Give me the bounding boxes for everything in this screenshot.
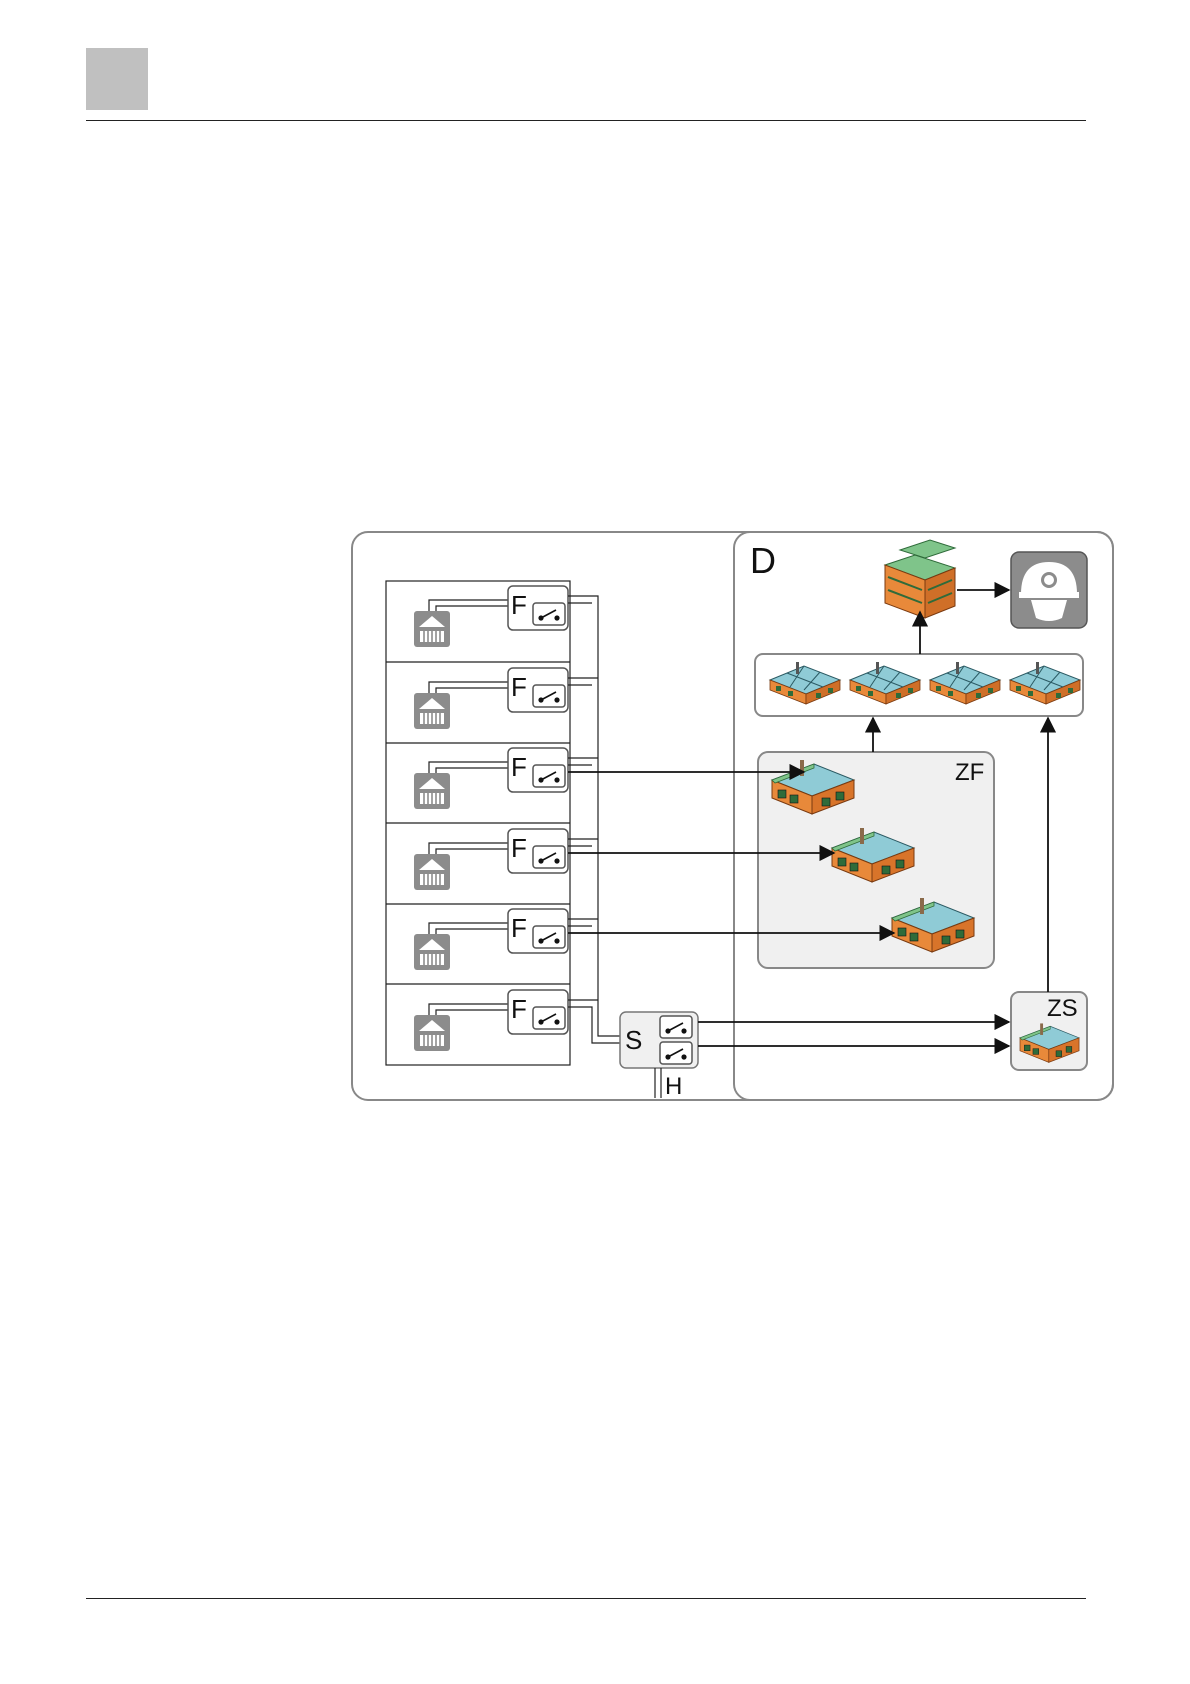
floor-controller-label: F bbox=[511, 590, 527, 620]
detector-icon bbox=[414, 611, 450, 647]
firefighter-helmet-icon bbox=[1011, 552, 1087, 628]
floor-controller-label: F bbox=[511, 833, 527, 863]
detector-icon bbox=[414, 693, 450, 729]
switch-contact-icon bbox=[533, 846, 565, 868]
switch-contact-icon bbox=[533, 926, 565, 948]
floor-controller-label: F bbox=[511, 994, 527, 1024]
detector-icon bbox=[414, 934, 450, 970]
controller-bus-wiring bbox=[568, 596, 620, 1043]
detector-icon bbox=[414, 773, 450, 809]
detector-icon bbox=[414, 854, 450, 890]
fire-zone: ZF bbox=[758, 752, 994, 968]
whole-building-icon bbox=[885, 540, 955, 618]
switch-contact-icon bbox=[660, 1042, 692, 1064]
detector-icon bbox=[414, 1015, 450, 1051]
switch-contact-icon bbox=[533, 1007, 565, 1029]
line-label: H bbox=[665, 1073, 682, 1100]
switch-contact-icon bbox=[533, 685, 565, 707]
sprinkler-zone: ZS bbox=[1011, 992, 1087, 1070]
floor-controller-label: F bbox=[511, 752, 527, 782]
floor-controller-label: F bbox=[511, 913, 527, 943]
floor-controller-label: F bbox=[511, 672, 527, 702]
switch-contact-icon bbox=[533, 765, 565, 787]
fire-zone-label: ZF bbox=[955, 759, 984, 786]
switch-contact-icon bbox=[533, 603, 565, 625]
floor-plans-row bbox=[755, 654, 1083, 716]
sprinkler-zone-label: ZS bbox=[1047, 995, 1078, 1022]
central-switch: S H bbox=[620, 1012, 698, 1100]
central-switch-label: S bbox=[625, 1025, 642, 1055]
switch-contact-icon bbox=[660, 1016, 692, 1038]
panel-d-title: D bbox=[750, 540, 776, 581]
